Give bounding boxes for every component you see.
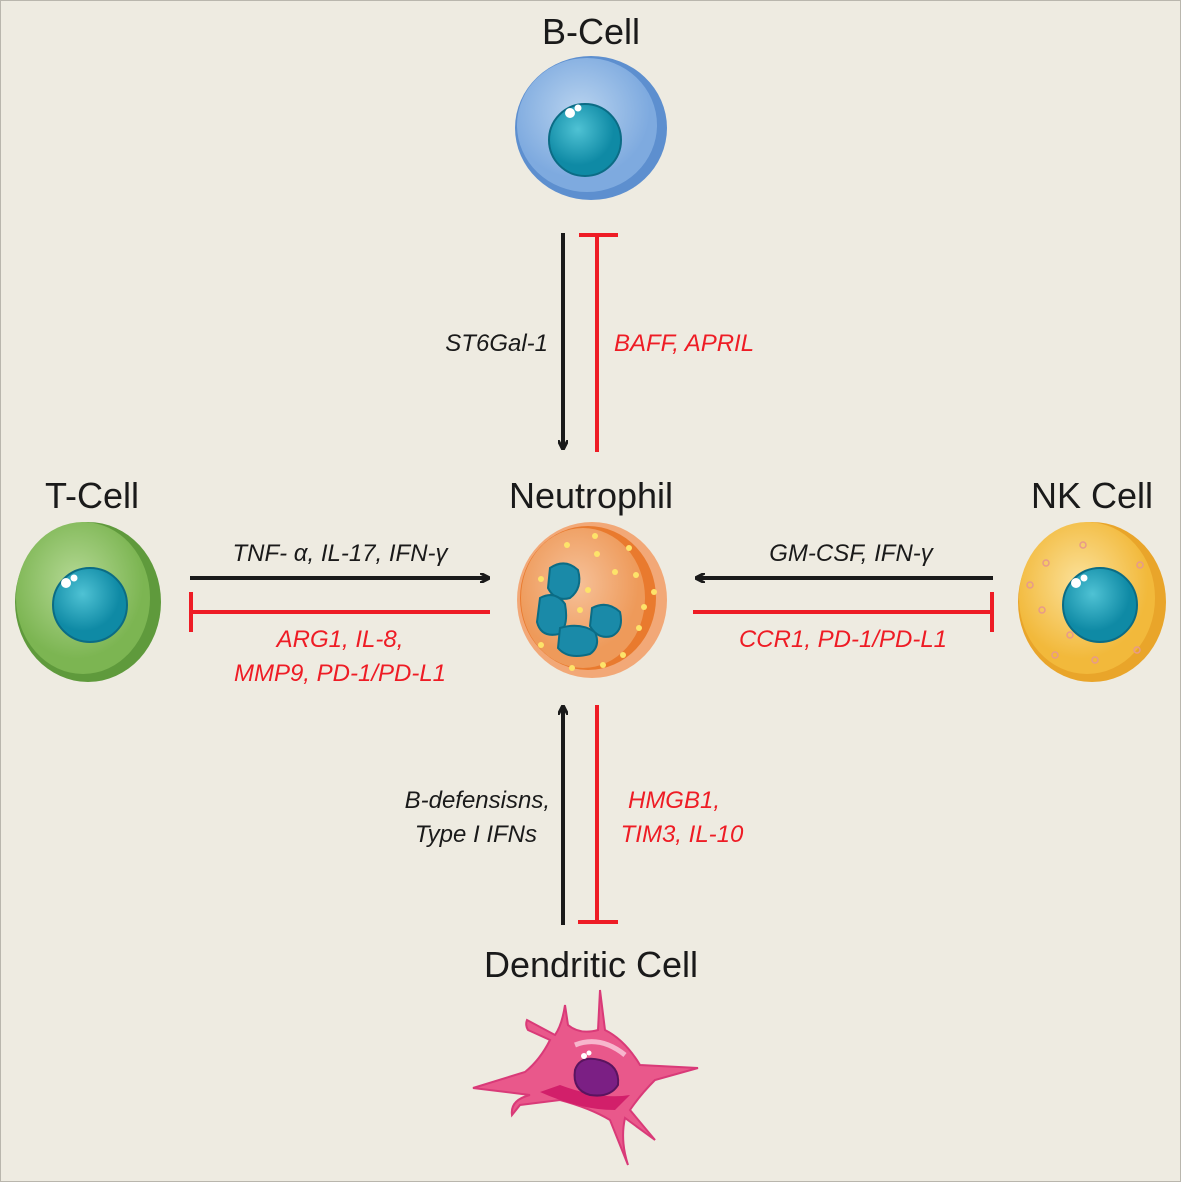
t-cell-label: T-Cell [45,475,139,516]
neutrophil-inhibits-t-label-2: MMP9, PD-1/PD-L1 [234,660,446,687]
neutrophil-inhibits-dc-label-1: HMGB1, [628,787,720,814]
neutrophil-inhibits-nk-label: CCR1, PD-1/PD-L1 [739,626,947,653]
b-to-neutrophil-label: ST6Gal-1 [445,330,548,357]
neutrophil-inhibits-t-label-1: ARG1, IL-8, [275,626,404,653]
neutrophil-inhibits-b-label: BAFF, APRIL [614,330,754,357]
neutrophil-label: Neutrophil [509,475,673,516]
dendritic-cell-label: Dendritic Cell [484,944,698,985]
nk-cell-icon [1018,522,1166,682]
b-cell-icon [515,56,667,200]
t-to-neutrophil-label: TNF- α, IL-17, IFN-γ [232,540,449,567]
dendritic-cell-icon [472,989,699,1166]
dc-to-neutrophil-label-1: B-defensisns, [405,787,550,814]
nk-cell-label: NK Cell [1031,475,1153,516]
neutrophil-inhibits-dc-label-2: TIM3, IL-10 [621,821,744,848]
dc-to-neutrophil-label-2: Type I IFNs [415,821,537,848]
b-cell-label: B-Cell [542,11,640,52]
neutrophil-icon [517,522,667,678]
nk-to-neutrophil-label: GM-CSF, IFN-γ [769,540,935,567]
t-cell-icon [15,522,161,682]
